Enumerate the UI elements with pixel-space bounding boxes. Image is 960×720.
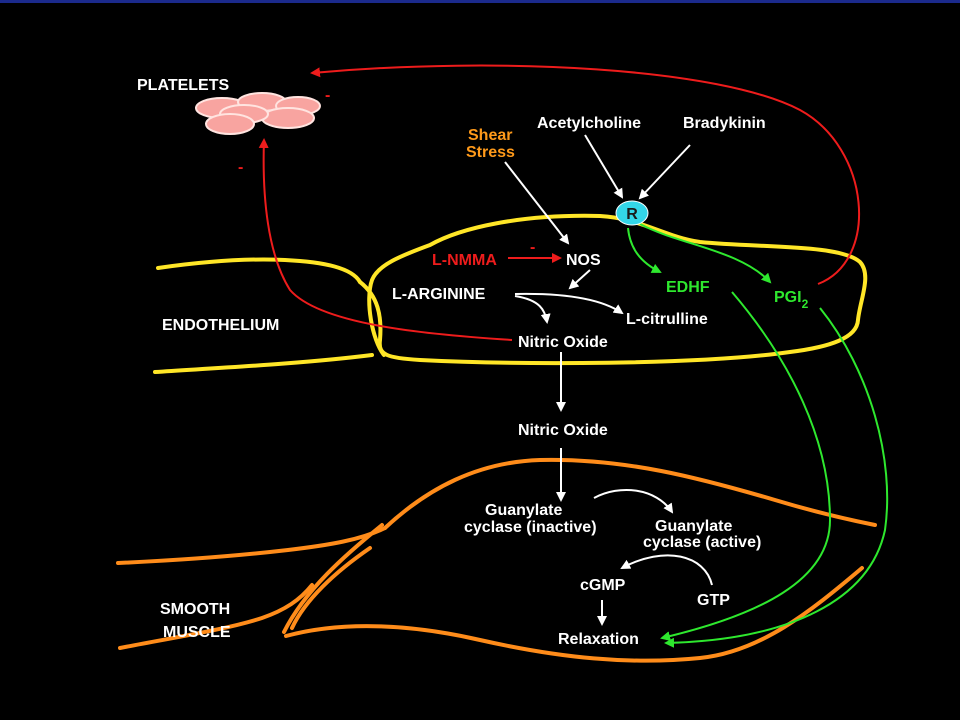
pathway-arrows xyxy=(504,134,713,626)
l-citrulline-label: L-citrulline xyxy=(626,311,708,328)
receptor-label: R xyxy=(626,206,638,223)
pgi-subscript: 2 xyxy=(802,297,809,311)
smooth-muscle-membrane xyxy=(116,457,877,663)
muscle-left-upper-line xyxy=(116,526,387,565)
bradykinin-to-receptor-arrow xyxy=(638,144,691,200)
pgi2-to-platelets-arrow xyxy=(310,64,860,285)
muscle-cell-upper xyxy=(383,457,877,530)
receptor-to-pgi2-arrow xyxy=(639,223,772,284)
endothelium-upper-line xyxy=(156,257,362,284)
gtp-to-cgmp-arrow xyxy=(620,554,713,586)
endothelium-label: ENDOTHELIUM xyxy=(162,317,279,334)
l-nmma-label: L-NMMA xyxy=(432,252,497,269)
gtp-label: GTP xyxy=(697,592,730,609)
acetylcholine-label: Acetylcholine xyxy=(537,115,641,132)
platelet xyxy=(261,107,315,129)
guanylate-inactive-line1: Guanylate xyxy=(485,502,562,519)
edhf-pgi2-arrows xyxy=(627,223,889,648)
guanylate-active-line1: Guanylate xyxy=(655,518,732,535)
nos-to-arginine-arrow xyxy=(568,269,591,290)
pgi2-label: PGI2 xyxy=(774,289,809,311)
l-arginine-label: L-ARGININE xyxy=(392,286,486,303)
shear-stress-to-nos-arrow xyxy=(504,161,570,245)
pgi-text: PGI xyxy=(774,289,802,306)
muscle-left-lower-line xyxy=(118,583,314,650)
nos-label: NOS xyxy=(566,252,601,269)
platelet xyxy=(205,113,255,135)
guanylate-inactive-line2: cyclase (inactive) xyxy=(464,519,597,536)
platelets-inhibition-minus-1: - xyxy=(325,87,330,104)
endothelium-main-cell xyxy=(358,213,868,366)
bradykinin-label: Bradykinin xyxy=(683,115,766,132)
acetylcholine-to-receptor-arrow xyxy=(584,134,624,199)
relaxation-label: Relaxation xyxy=(558,631,639,648)
cgmp-label: cGMP xyxy=(580,577,626,594)
endothelium-membrane xyxy=(153,213,868,374)
no-to-platelets-arrow xyxy=(258,138,513,341)
smooth-muscle-label-line1: SMOOTH xyxy=(160,601,230,618)
platelets-cluster xyxy=(195,92,321,135)
inactive-to-active-arrow xyxy=(593,488,674,514)
platelets-inhibition-minus-2: - xyxy=(238,159,243,176)
guanylate-active-line2: cyclase (active) xyxy=(643,534,761,551)
muscle-junction-1 xyxy=(282,523,384,634)
receptor-to-edhf-arrow xyxy=(627,227,662,273)
inhibition-arrows xyxy=(258,64,860,341)
top-border xyxy=(0,0,960,3)
l-nmma-inhibition-minus: - xyxy=(530,239,535,256)
platelets-label: PLATELETS xyxy=(137,77,229,94)
nitric-oxide-label: Nitric Oxide xyxy=(518,422,608,439)
receptor: R xyxy=(615,200,649,226)
arginine-to-no-arrow xyxy=(514,295,551,324)
arginine-to-citrulline-arrow xyxy=(514,292,624,315)
pgi2-to-relaxation-arrow xyxy=(664,307,889,648)
edhf-label: EDHF xyxy=(666,279,710,296)
edhf-to-relaxation-arrow xyxy=(660,291,832,642)
smooth-muscle-label-line2: MUSCLE xyxy=(163,624,231,641)
receptor-shape xyxy=(615,200,649,226)
shear-stress-label-line2: Stress xyxy=(466,144,515,161)
nitric-oxide-endothelial-label: Nitric Oxide xyxy=(518,334,608,351)
shear-stress-label-line1: Shear xyxy=(468,127,512,144)
muscle-junction-2 xyxy=(290,546,372,630)
endothelium-lower-line xyxy=(153,353,374,374)
muscle-cell-lower xyxy=(284,566,864,663)
